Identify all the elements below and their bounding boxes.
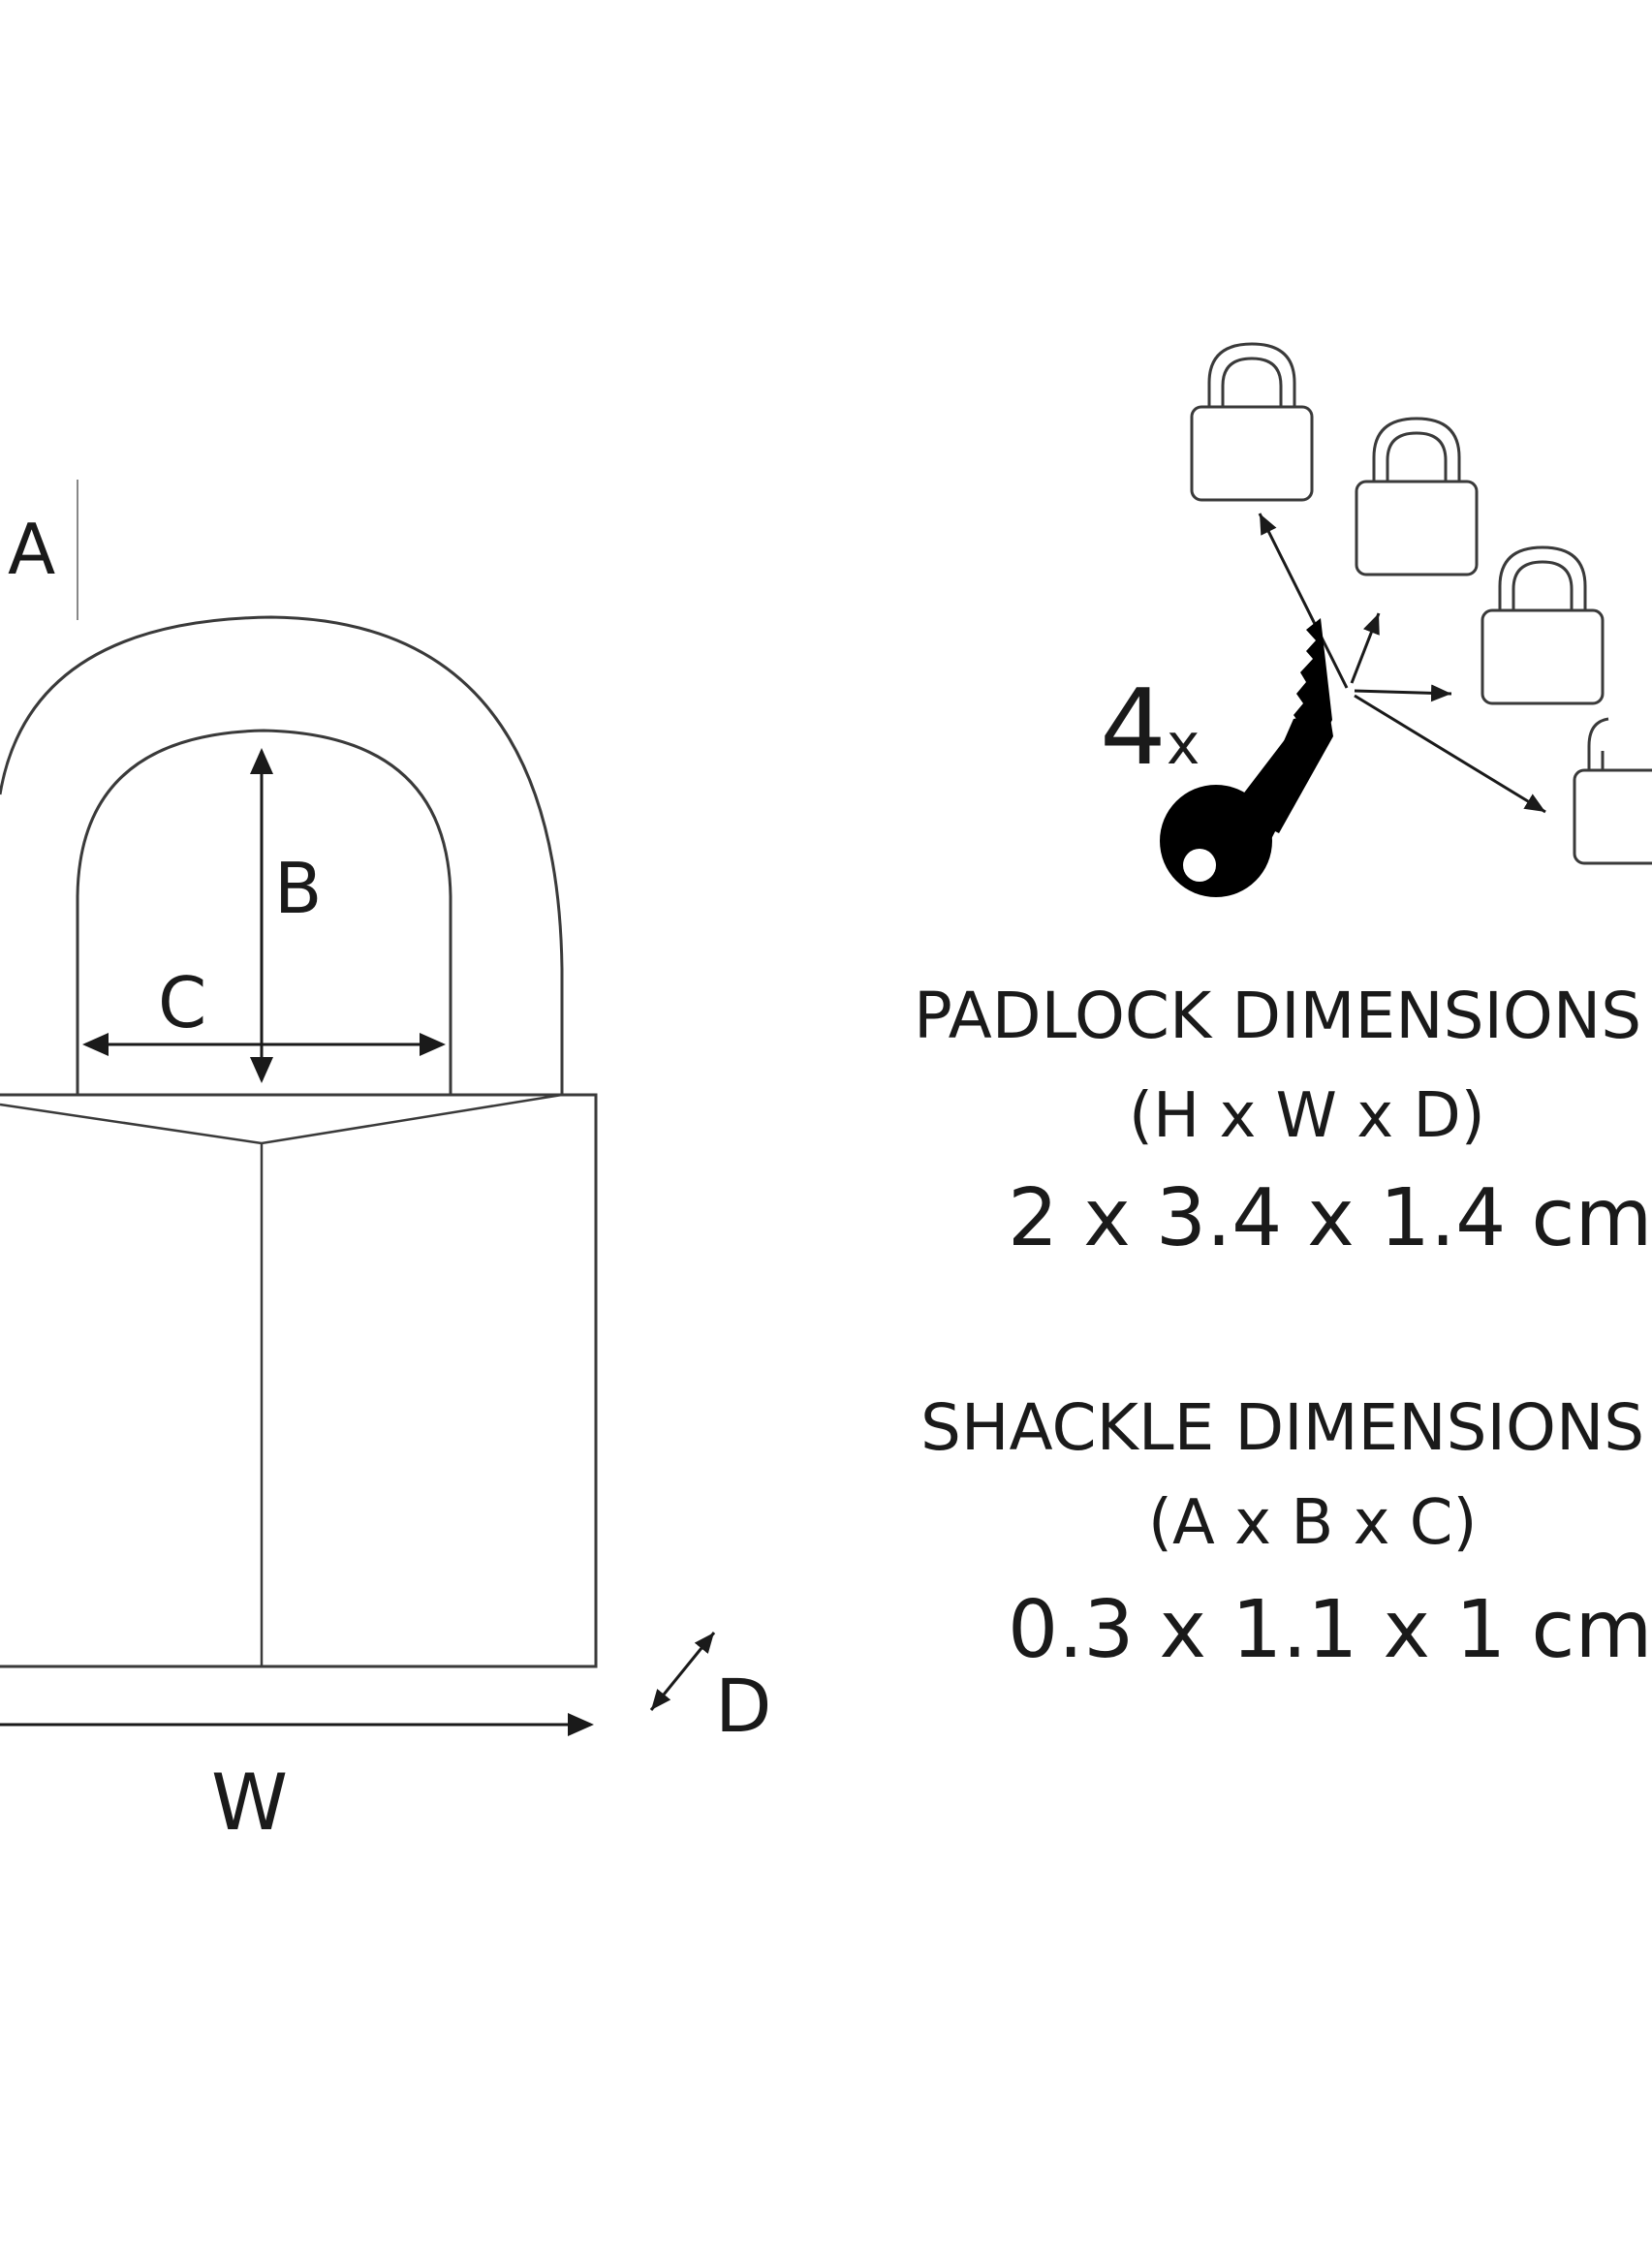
padlock-dimensions-axes: (H x W x D): [1129, 1080, 1485, 1152]
label-w: W: [211, 1758, 288, 1848]
shackle-outer-outline: [0, 615, 564, 1095]
small-padlock-icon: [1355, 417, 1479, 576]
key-count-suffix: x: [1167, 711, 1200, 777]
shackle-dimensions-value: 0.3 x 1.1 x 1 cm: [1008, 1584, 1652, 1676]
key-icon: [1160, 618, 1333, 897]
label-c: C: [158, 962, 206, 1043]
label-a: A: [8, 509, 55, 590]
key-to-lock-arrow: [1354, 684, 1452, 702]
dimension-d-arrow: [649, 1632, 716, 1711]
padlock-body-bevel: [0, 1093, 563, 1145]
label-d: D: [715, 1663, 772, 1749]
diagram-canvas: A B C D W: [0, 342, 1652, 1848]
keyed-alike-padlocks: [1190, 342, 1652, 865]
padlock-dimension-diagram: A B C D W: [0, 342, 1652, 1848]
key-count: 4: [1100, 668, 1167, 789]
shackle-dimensions-heading: SHACKLE DIMENSIONS: [920, 1390, 1645, 1465]
padlock-body-outline: [0, 1093, 598, 1668]
small-padlock-icon: [1573, 717, 1652, 865]
main-padlock: A B C D W: [0, 480, 772, 1848]
shackle-inner-outline: [76, 729, 452, 1095]
padlock-dimensions-value: 2 x 3.4 x 1.4 cm: [1008, 1172, 1652, 1264]
key-to-lock-arrow: [1350, 612, 1381, 684]
key-to-lock-arrow: [1354, 694, 1546, 814]
padlock-dimensions-heading: PADLOCK DIMENSIONS: [914, 979, 1642, 1053]
key-to-lock-arrow: [1258, 513, 1349, 689]
small-padlock-icon: [1190, 342, 1314, 502]
label-b: B: [274, 848, 322, 929]
shackle-dimensions-axes: (A x B x C): [1148, 1487, 1478, 1559]
small-padlock-icon: [1481, 545, 1605, 705]
